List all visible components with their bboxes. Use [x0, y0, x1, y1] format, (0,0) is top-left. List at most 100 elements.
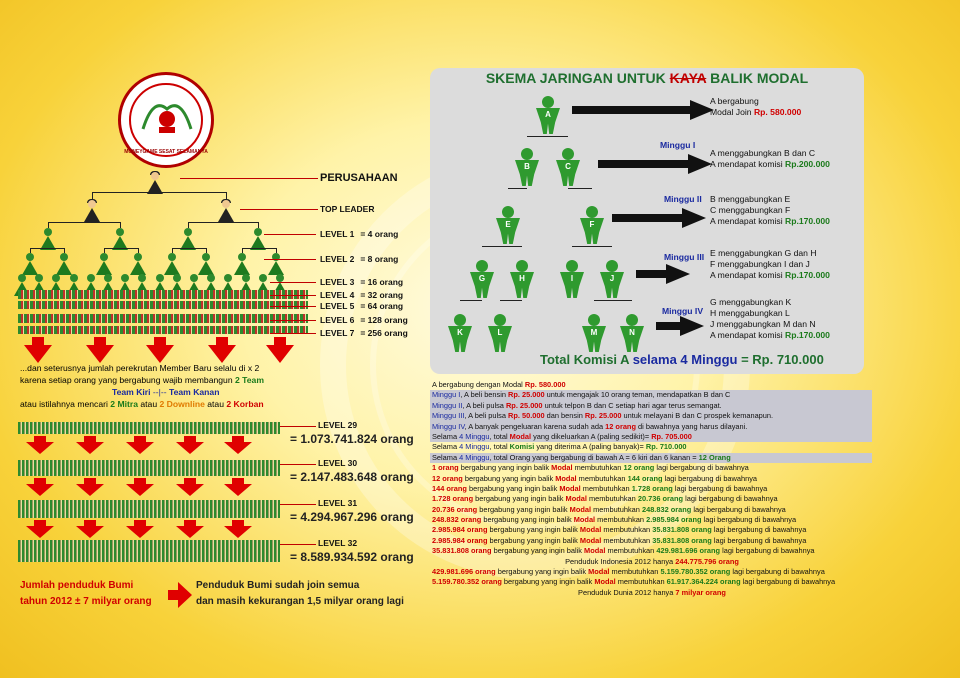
- row-text: membutuhkan: [580, 483, 632, 493]
- row-text: , A banyak pengeluaran karena sudah ada: [464, 421, 606, 431]
- body-icon: [130, 261, 146, 275]
- tree-line: [30, 248, 31, 253]
- explanation-row: 1 orang bergabung yang ingin balik Modal…: [430, 463, 890, 473]
- red-down-arrow-icon: [76, 442, 104, 454]
- explanation-row: Selama 4 Minggu, total Komisi yang diter…: [430, 442, 890, 452]
- row-text: membutuhkan: [595, 515, 647, 525]
- body-icon: [218, 208, 234, 222]
- tree-line: [138, 248, 139, 253]
- row-text: 2.985.984 orang: [432, 525, 488, 535]
- head-icon: [542, 96, 554, 108]
- red-down-arrow-icon: [126, 442, 154, 454]
- row-text: membutuhkan: [605, 546, 657, 556]
- row-text: Penduduk Dunia 2012 hanya: [578, 587, 676, 597]
- desc-highlight: 2 Team: [235, 375, 264, 385]
- population-line-2: tahun 2012 ± 7 milyar orang: [20, 596, 152, 607]
- desc-line-4: atau istilahnya mencari 2 Mitra atau 2 D…: [20, 398, 420, 410]
- total-text: Total Komisi A: [540, 352, 633, 367]
- row-text: membutuhkan: [615, 577, 667, 587]
- step-line: G menggabungkan K: [710, 297, 792, 307]
- explanation-row: Penduduk Indonesia 2012 hanya 244.775.79…: [430, 557, 872, 567]
- row-text: Modal: [579, 535, 602, 545]
- step-line: J menggabungkan M dan N: [710, 319, 816, 329]
- crowd-level-32: [18, 540, 280, 562]
- arrow-shaft: [84, 478, 96, 484]
- row-text: lagi bergabung di bawahnya: [730, 567, 825, 577]
- tree-line: [226, 192, 227, 200]
- explanation-row: Selama 4 Minggu, total Modal yang dikelu…: [430, 431, 872, 443]
- step-a: A bergabung Modal Join Rp. 580.000: [710, 96, 801, 118]
- row-text: 20.736 orang: [637, 494, 684, 504]
- level-count: = 4 orang: [360, 229, 399, 239]
- row-text: Modal: [559, 483, 581, 493]
- top-leader-label: TOP LEADER: [320, 204, 375, 214]
- row-text: 244.775.796 orang: [675, 556, 739, 566]
- level-label: LEVEL 6= 128 orang: [320, 315, 408, 325]
- row-text: Modal: [579, 525, 602, 535]
- red-down-arrow-icon: [224, 442, 252, 454]
- team-left: Team Kiri: [112, 387, 151, 397]
- step-line: A mendapat komisi Rp.200.000: [710, 159, 830, 170]
- step-text: A mendapat komisi: [710, 270, 785, 280]
- arrow-shaft: [232, 520, 244, 526]
- node-label: N: [629, 328, 635, 337]
- step-text: A mendapat komisi: [710, 330, 785, 340]
- step-line: A menggabungkan B dan C: [710, 148, 816, 158]
- row-text: lagi bergabung di bawahnya: [683, 494, 778, 504]
- step-line: A mendapat komisi Rp.170.000: [710, 330, 830, 341]
- head-icon: [521, 148, 533, 160]
- week-3-label: Minggu III: [664, 252, 705, 262]
- black-right-arrow-icon: [688, 154, 712, 174]
- head-icon: [454, 314, 466, 326]
- head-icon: [18, 274, 26, 282]
- tree-line: [508, 246, 522, 247]
- tree-line: [92, 192, 93, 200]
- row-text: untuk telpon B dan C setiap hari agar te…: [542, 400, 722, 410]
- level-label: LEVEL 7= 256 orang: [320, 328, 408, 338]
- node-label: A: [545, 110, 551, 119]
- population-line-1: Jumlah penduduk Bumi: [20, 580, 134, 591]
- arrow-shaft: [34, 520, 46, 526]
- mitra-text: 2 Mitra: [110, 399, 138, 409]
- week-2-label: Minggu II: [664, 194, 702, 204]
- step-line: A bergabung: [710, 96, 759, 106]
- head-icon: [222, 200, 230, 208]
- row-text: Modal: [573, 515, 596, 525]
- row-text: bergabung yang ingin balik: [458, 463, 552, 473]
- step-amount: Rp.170.000: [785, 330, 830, 340]
- head-icon: [155, 274, 164, 282]
- explanation-row: 1.728 orang bergabung yang ingin balik M…: [430, 494, 890, 504]
- row-text: bergabung yang ingin balik: [495, 567, 589, 577]
- total-weeks: 4 Minggu: [680, 352, 738, 367]
- row-text: Rp. 25.000: [505, 400, 543, 410]
- level-pointer: [280, 426, 316, 427]
- total-text: selama: [632, 352, 681, 367]
- title-part: SKEMA JARINGAN UNTUK: [485, 70, 670, 86]
- red-down-arrow-icon: [26, 526, 54, 538]
- level-count: = 64 orang: [360, 301, 404, 311]
- arrow-shaft: [656, 322, 680, 330]
- row-text: lagi bergabung di bawahnya: [711, 525, 807, 535]
- row-text: lagi bergabung di bawahnya: [740, 577, 836, 587]
- level4-crowd: [18, 290, 308, 299]
- row-text: bergabung yang ingin balik: [477, 504, 570, 514]
- row-text: Penduduk Indonesia 2012 hanya: [565, 556, 676, 566]
- row-text: 248.832 orang: [432, 515, 482, 525]
- row-text: Rp. 580.000: [524, 380, 566, 389]
- row-text: bergabung yang ingin balik: [462, 473, 556, 483]
- total-commission: Total Komisi A selama 4 Minggu = Rp. 710…: [540, 352, 824, 367]
- join-line-2: dan masih kekurangan 1,5 milyar orang la…: [196, 596, 404, 607]
- explanation-row: 2.985.984 orang bergabung yang ingin bal…: [430, 525, 890, 535]
- red-down-arrow-icon: [176, 442, 204, 454]
- body-icon: [268, 261, 284, 275]
- row-text: membutuhkan: [586, 494, 638, 504]
- arrow-shaft: [274, 337, 286, 347]
- tree-line: [104, 248, 105, 253]
- explanation-row: 5.159.780.352 orang bergabung yang ingin…: [430, 577, 890, 587]
- row-text: Rp. 25.000: [584, 411, 622, 421]
- node-label: I: [570, 274, 574, 283]
- body-icon: [56, 261, 72, 275]
- tree-line: [592, 246, 612, 247]
- red-down-arrow-icon: [208, 345, 236, 363]
- row-text: yang dikeluarkan A (paling sedikit)=: [531, 431, 652, 441]
